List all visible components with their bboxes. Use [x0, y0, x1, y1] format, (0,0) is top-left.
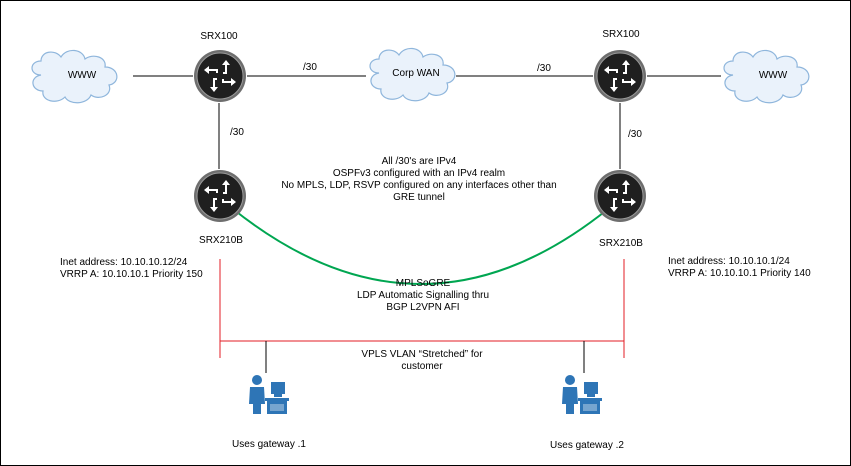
- center-note-line: GRE tunnel: [393, 192, 445, 203]
- vpls-lines: [219, 259, 625, 358]
- link-label-wan-right: /30: [537, 63, 551, 74]
- link-label-wan-left: /30: [303, 62, 317, 73]
- center-notes: All /30's are IPv4 OSPFv3 configured wit…: [281, 156, 556, 204]
- right-router-vrrp: VRRP A: 10.10.10.1 Priority 140: [668, 268, 811, 279]
- router-icon-srx210b-right: [593, 169, 647, 223]
- vpls-notes: VPLS VLAN “Stretched” for customer: [361, 349, 482, 373]
- router-label-srx210b-right: SRX210B: [599, 238, 643, 249]
- tunnel-note-line: MPLSoGRE: [395, 278, 451, 289]
- tunnel-note-line: LDP Automatic Signalling thru: [356, 290, 490, 301]
- right-router-inet: Inet address: 10.10.10.1/24: [668, 256, 790, 267]
- user-label-right: Uses gateway .2: [550, 440, 624, 451]
- center-note-line: No MPLS, LDP, RSVP configured on any int…: [281, 180, 557, 191]
- center-note-line: All /30's are IPv4: [381, 156, 457, 167]
- router-icon-srx210b-left: [193, 169, 247, 223]
- mplsogre-tunnel-arc: [232, 208, 609, 285]
- right-router-info: Inet address: 10.10.10.1/24 VRRP A: 10.1…: [668, 256, 811, 280]
- left-router-info: Inet address: 10.10.10.12/24 VRRP A: 10.…: [60, 257, 203, 281]
- router-icon-srx100-right: [593, 49, 647, 103]
- vpls-note-line: customer: [401, 361, 443, 372]
- cloud-label-corp-wan: Corp WAN: [392, 68, 440, 79]
- user-workstation-icon-right: [562, 375, 602, 414]
- user-label-left: Uses gateway .1: [232, 439, 306, 450]
- link-label-vertical-right: /30: [628, 129, 642, 140]
- left-router-vrrp: VRRP A: 10.10.10.1 Priority 150: [60, 269, 203, 280]
- left-router-inet: Inet address: 10.10.10.12/24: [60, 257, 188, 268]
- router-label-srx210b-left: SRX210B: [199, 235, 243, 246]
- tunnel-notes: MPLSoGRE LDP Automatic Signalling thru B…: [357, 278, 489, 314]
- center-note-line: OSPFv3 configured with an IPv4 realm: [332, 168, 506, 179]
- router-label-srx100-left: SRX100: [200, 31, 238, 42]
- connection-lines: [133, 75, 721, 169]
- cloud-label-www-right: WWW: [758, 70, 788, 81]
- router-label-srx100-right: SRX100: [602, 29, 640, 40]
- vpls-note-line: VPLS VLAN “Stretched” for: [361, 349, 483, 360]
- user-workstation-icon-left: [249, 375, 289, 414]
- link-label-vertical-left: /30: [230, 127, 244, 138]
- tunnel-note-line: BGP L2VPN AFI: [386, 302, 460, 313]
- router-icon-srx100-left: [193, 49, 247, 103]
- cloud-label-www-left: WWW: [67, 70, 97, 81]
